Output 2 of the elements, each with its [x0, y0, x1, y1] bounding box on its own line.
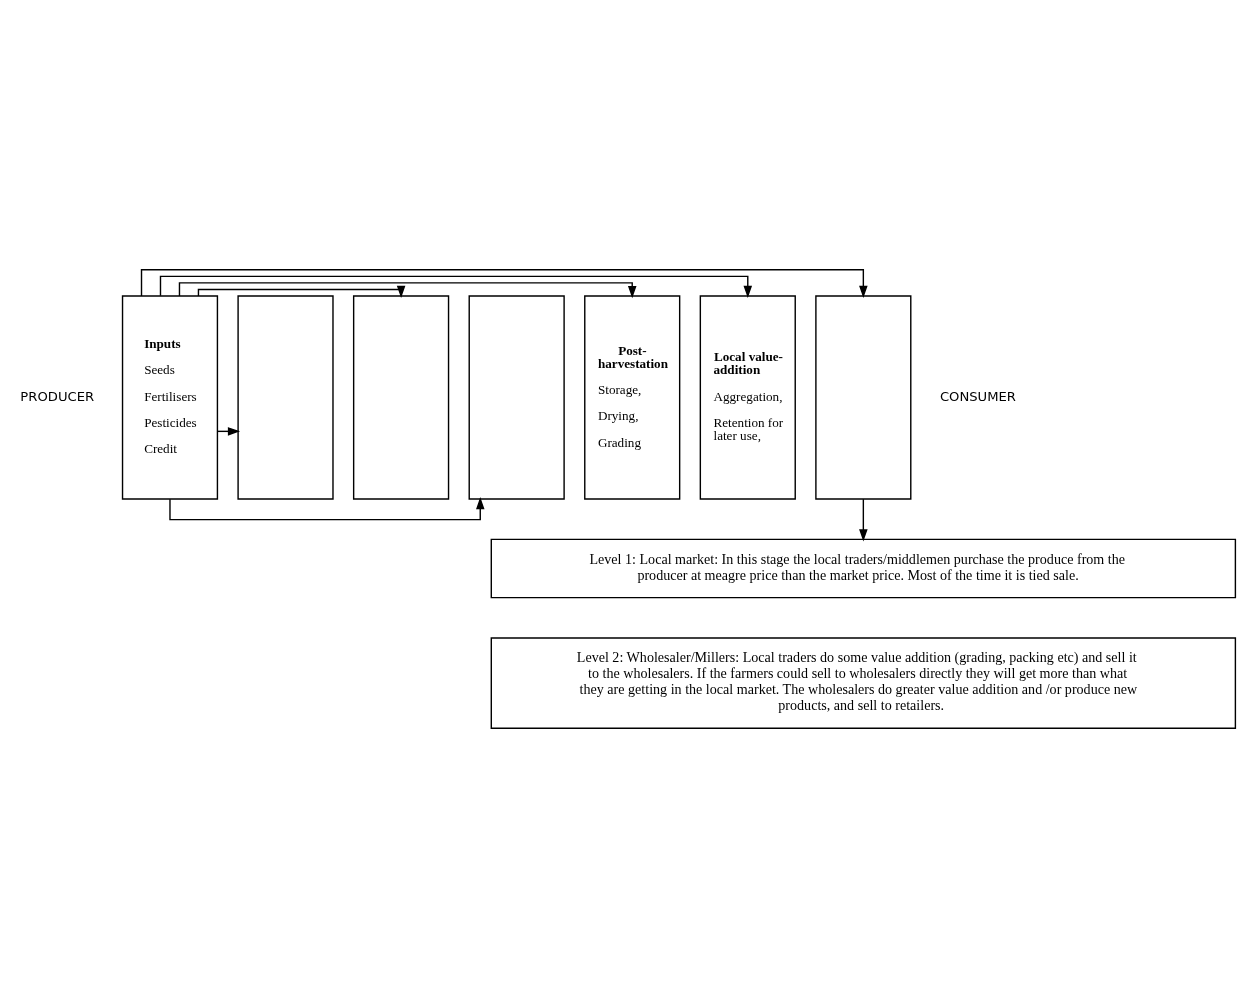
label: CONSUMER	[939, 388, 1017, 404]
label: PRODUCER	[20, 388, 95, 404]
